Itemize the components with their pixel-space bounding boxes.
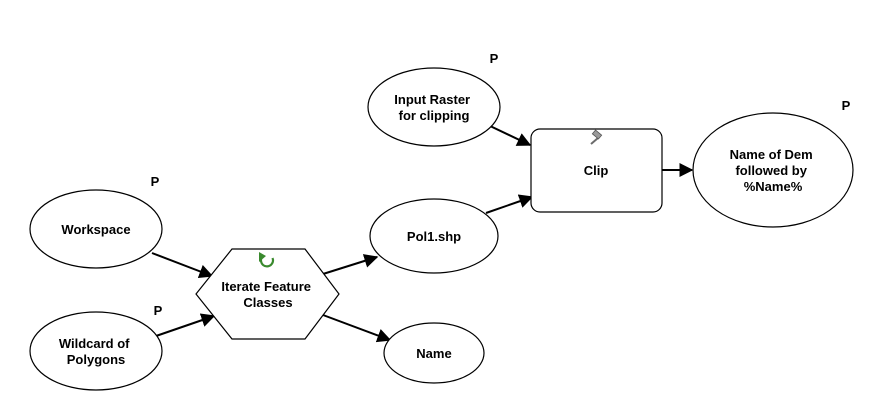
node-pol1-label: Pol1.shp [407, 229, 461, 244]
node-input-raster-label: Input Raster for clipping [394, 92, 473, 123]
node-name-shape [383, 322, 485, 384]
node-wildcard-label-line-1: Wildcard of [59, 336, 130, 351]
node-output-parameter-marker: P [842, 98, 851, 113]
node-output-shape [692, 112, 854, 228]
node-input-raster-label-line-1: Input Raster [394, 92, 470, 107]
node-input-raster-label-line-2: for clipping [399, 108, 470, 123]
node-output-label-line-1: Name of Dem [730, 147, 813, 162]
node-workspace-label: Workspace [61, 222, 130, 237]
connector-wildcard-to-iterate [155, 313, 216, 337]
node-output-label-line-2: followed by [735, 163, 807, 178]
connector-workspace-to-iterate [151, 252, 214, 279]
node-iterate-label: Iterate Feature Classes [221, 279, 314, 310]
node-pol1-shape [369, 198, 499, 274]
node-wildcard-label-line-2: Polygons [67, 352, 126, 367]
connectors [151, 124, 694, 343]
node-wildcard-shape [29, 311, 163, 391]
node-iterate[interactable]: Iterate Feature Classes [195, 248, 340, 340]
node-workspace[interactable]: Workspace P [29, 174, 163, 269]
connector-pol1-to-clip [485, 194, 534, 214]
node-wildcard-parameter-marker: P [154, 303, 163, 318]
node-output[interactable]: Name of Dem followed by %Name% P [692, 98, 854, 228]
node-clip[interactable]: Clip [530, 128, 663, 213]
iterate-refresh-icon [259, 252, 275, 268]
node-iterate-label-line-2: Classes [243, 295, 292, 310]
node-workspace-shape [29, 189, 163, 269]
node-input-raster[interactable]: Input Raster for clipping P [367, 51, 501, 147]
node-clip-label: Clip [584, 163, 609, 178]
node-name[interactable]: Name [383, 322, 485, 384]
node-wildcard[interactable]: Wildcard of Polygons P [29, 303, 163, 391]
connector-iterate-to-name [322, 314, 392, 343]
node-name-label: Name [416, 346, 451, 361]
node-workspace-parameter-marker: P [151, 174, 160, 189]
hammer-tool-icon [590, 129, 603, 145]
node-input-raster-shape [367, 67, 501, 147]
node-output-label: Name of Dem followed by %Name% [730, 147, 817, 194]
node-wildcard-label: Wildcard of Polygons [59, 336, 133, 367]
node-pol1[interactable]: Pol1.shp [369, 198, 499, 274]
node-output-label-line-3: %Name% [744, 179, 803, 194]
node-iterate-shape [195, 248, 340, 340]
node-input-raster-parameter-marker: P [490, 51, 499, 66]
connector-input-raster-to-clip [487, 124, 532, 146]
connector-iterate-to-pol1 [322, 254, 379, 275]
node-iterate-label-line-1: Iterate Feature [221, 279, 311, 294]
node-clip-shape [530, 128, 663, 213]
